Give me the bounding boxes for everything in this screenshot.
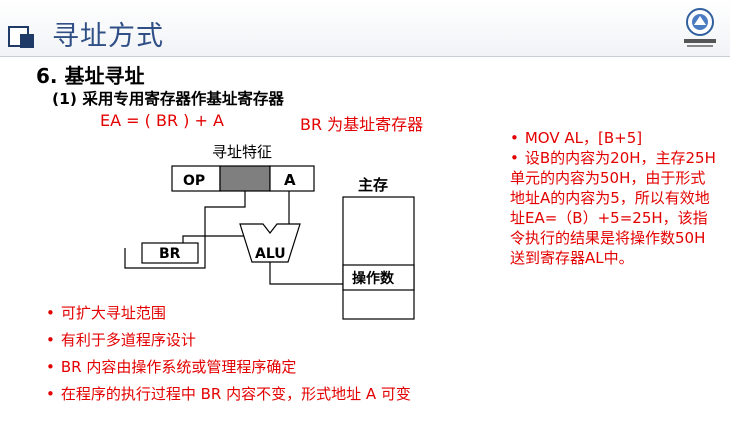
list-item: •可扩大寻址范围 — [46, 304, 166, 322]
address-a-field — [269, 165, 315, 192]
example-note: •MOV AL，[B+5] •设B的内容为20H，主存25H单元的内容为50H，… — [510, 128, 720, 268]
example-explanation: •设B的内容为20H，主存25H单元的内容为50H，由于形式地址A的内容为5，所… — [510, 149, 716, 267]
feature-field — [219, 165, 271, 192]
alu-label: ALU — [255, 246, 286, 262]
formula: EA = ( BR ) + A — [100, 111, 224, 130]
list-item: •有利于多道程序设计 — [46, 331, 196, 349]
list-item: •BR 内容由操作系统或管理程序确定 — [46, 358, 297, 376]
br-label: BR — [159, 246, 181, 262]
title-bar: 寻址方式 — [0, 0, 730, 57]
operand-cell — [342, 264, 415, 291]
connection-lines — [124, 191, 343, 285]
a-label: A — [284, 171, 296, 189]
feature-label: 寻址特征 — [212, 143, 272, 161]
memory-label: 主存 — [358, 176, 388, 194]
feature-bullet-list: •可扩大寻址范围 •有利于多道程序设计 •BR 内容由操作系统或管理程序确定 •… — [46, 302, 411, 410]
slide-title: 寻址方式 — [52, 21, 164, 52]
section-heading: 6. 基址寻址 — [36, 64, 145, 88]
title-decoration-fill — [20, 34, 34, 48]
operand-label: 操作数 — [352, 270, 395, 287]
alu-unit — [239, 223, 301, 263]
subheading: (1) 采用专用寄存器作基址寄存器 — [52, 90, 284, 108]
list-item: •在程序的执行过程中 BR 内容不变，形式地址 A 可变 — [46, 385, 411, 403]
example-instruction: •MOV AL，[B+5] — [510, 129, 643, 147]
op-label: OP — [183, 173, 205, 189]
formula-note: BR 为基址寄存器 — [300, 115, 424, 134]
op-field — [171, 165, 221, 192]
br-register — [141, 242, 199, 264]
university-logo-icon — [684, 8, 716, 47]
main-memory — [342, 196, 415, 320]
